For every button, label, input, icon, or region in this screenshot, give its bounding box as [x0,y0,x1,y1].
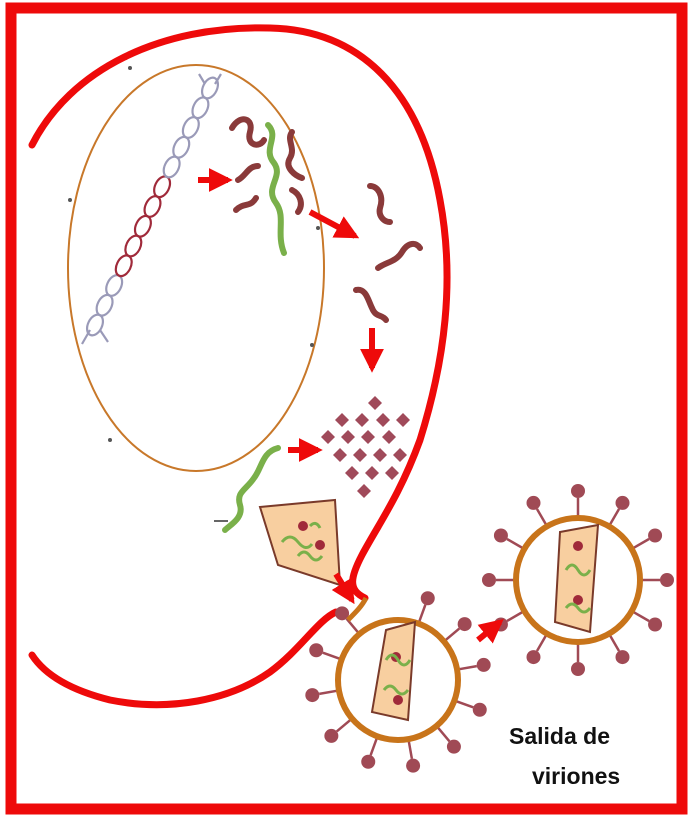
envelope-spike [437,726,450,741]
envelope-spike [527,650,541,664]
rna-strand [292,190,301,212]
envelope-spike [616,496,630,510]
envelope-spike [305,688,319,702]
rna-strand [378,244,420,268]
capsid-icon [260,500,340,585]
dna-end [82,330,108,344]
protein-particle [396,413,410,427]
arrow-icon [478,622,500,640]
envelope-spike [454,701,473,708]
protein-particle [345,466,359,480]
envelope-spike [458,617,472,631]
rna-genome [573,541,583,551]
rna-strand [238,166,258,180]
protein-particle [373,448,387,462]
protein-particle [333,448,347,462]
protein-particle [353,448,367,462]
caption-line-2: viriones [532,762,620,790]
arrow-icon [198,180,500,640]
envelope-spike [648,529,662,543]
cell-membrane [32,28,447,705]
envelope-spike [660,573,674,587]
protein-particle [361,430,375,444]
virion-icon [482,484,674,676]
protein-particle [382,430,396,444]
envelope-spike [473,703,487,717]
caption-line-1: Salida de [509,722,610,750]
nuclear-pore [316,226,320,230]
protein-particle [385,466,399,480]
arrow-icon [310,212,355,236]
nuclear-pore [108,438,112,442]
protein-particle [355,413,369,427]
envelope-spike [309,643,323,657]
rna-genome [393,695,403,705]
envelope-spike [323,653,342,660]
envelope-spike [537,509,547,526]
virion-icon [305,591,490,772]
envelope-spike [494,529,508,543]
envelope-spike [648,618,662,632]
budding-neck [348,598,366,620]
envelope-spike [421,591,435,605]
rna-strand [232,119,264,144]
rna-strand [268,125,284,253]
rna-strand-icon [356,186,420,320]
envelope-spike [447,740,461,754]
protein-particle [376,413,390,427]
viral-capsid [555,525,598,632]
envelope-spike [347,619,360,634]
protein-particle [341,430,355,444]
envelope-spike [507,539,524,549]
rna-strand [356,290,386,320]
envelope-spike [361,755,375,769]
nuclear-pore [310,343,314,347]
protein-particle [393,448,407,462]
envelope-spike [616,650,630,664]
envelope-spike [609,509,619,526]
envelope-spike [632,539,649,549]
envelope-spike [324,729,338,743]
protein-particle [321,430,335,444]
envelope-spike [477,658,491,672]
envelope-spike [571,484,585,498]
envelope-spike [527,496,541,510]
envelope-spike [571,662,585,676]
dna-double-helix-icon [82,74,221,344]
protein-particle-icon [321,396,410,498]
rna-strand-icon [232,119,302,253]
envelope-spike [537,634,547,651]
envelope-spike [609,634,619,651]
nuclear-pore [68,198,72,202]
rna-strand [236,198,256,210]
rna-strand [370,186,390,222]
envelope-spike [632,611,649,621]
protein-particle [357,484,371,498]
envelope-spike [507,611,524,621]
envelope-spike [406,759,420,773]
envelope-spike [482,573,496,587]
nuclear-pore [128,66,132,70]
protein-particle [368,396,382,410]
nucleus [68,65,324,471]
protein-particle [335,413,349,427]
protein-particle [365,466,379,480]
